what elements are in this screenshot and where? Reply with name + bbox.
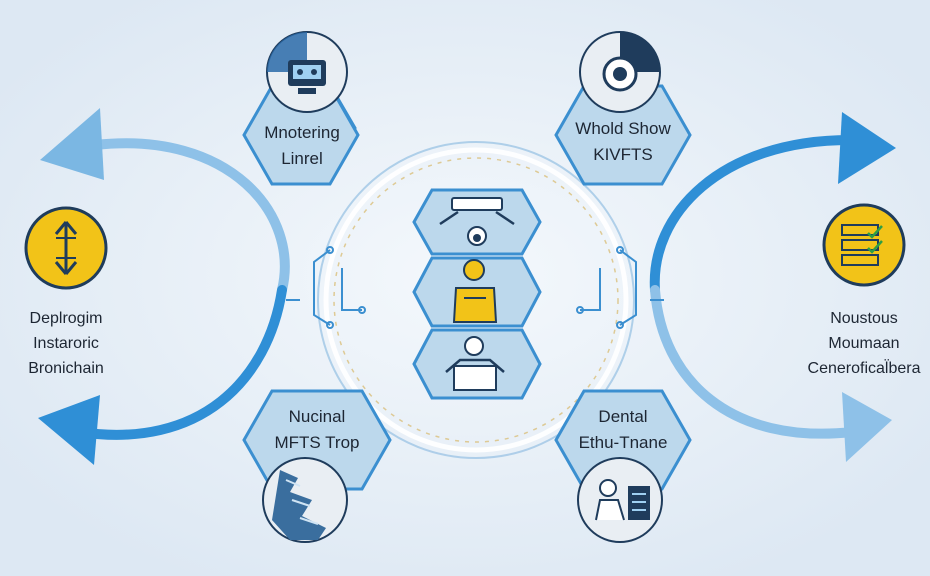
data-map-icon (262, 457, 348, 543)
worker-desk-icon (577, 457, 663, 543)
right-cycle-arrow (649, 112, 896, 462)
right-node-line-3: Cenerofical̈bera (807, 360, 921, 377)
hex-top-left-label: Mnotering Linrel (252, 120, 352, 172)
left-cycle-arrow (38, 108, 290, 465)
hex-top-right-line-1: Whold Show (575, 119, 671, 138)
hex-bottom-right-line-1: Dental (598, 407, 648, 426)
patient-icon (445, 336, 505, 391)
right-node-label: Noustous Moumaan Cenerofical̈bera (800, 306, 928, 381)
hex-bottom-left-line-2: MFTS Trop (274, 433, 360, 452)
hex-top-right-label: Whold Show KIVFTS (556, 116, 690, 168)
camera-lens-icon (579, 31, 661, 113)
left-node-line-3: Bronichain (28, 360, 104, 377)
person-yellow-icon (452, 259, 498, 323)
hex-top-right-line-2: KIVFTS (593, 145, 653, 164)
right-node-line-1: Noustous (830, 310, 898, 327)
left-node-label: Deplrogim Instaroric Bronichain (6, 306, 126, 381)
right-circuit-connector (576, 246, 664, 329)
hex-bottom-right-line-2: Ethu-Tnane (578, 433, 668, 452)
center-ring (317, 141, 635, 459)
hex-bottom-left-label: Nucinal MFTS Trop (252, 404, 382, 456)
checklist-icon (822, 203, 906, 287)
hex-top-left-line-1: Mnotering (264, 123, 340, 142)
left-node-line-2: Instaroric (33, 335, 99, 352)
hex-bottom-right-label: Dental Ethu-Tnane (556, 404, 690, 456)
hex-top-left-line-2: Linrel (281, 149, 323, 168)
robot-monitor-icon (266, 31, 348, 113)
hex-bottom-left-line-1: Nucinal (288, 407, 346, 426)
up-down-arrows-icon (24, 206, 108, 290)
right-node-line-2: Moumaan (828, 335, 900, 352)
left-circuit-connector (286, 246, 366, 329)
left-node-line-1: Deplrogim (29, 310, 103, 327)
dental-chair-icon (439, 197, 515, 246)
